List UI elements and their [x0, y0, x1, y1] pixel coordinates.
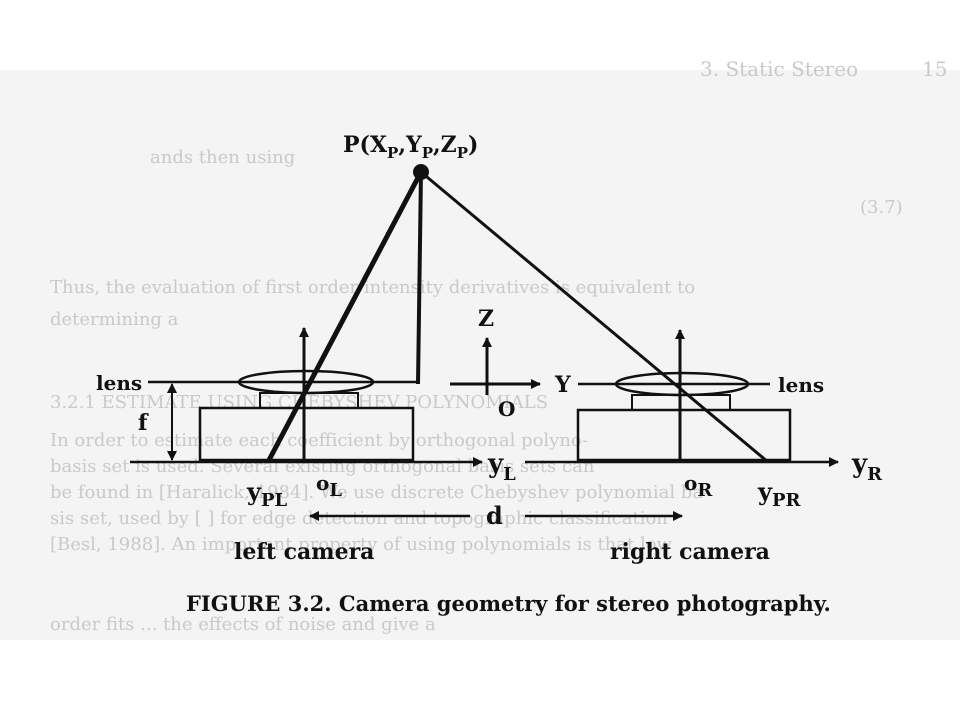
bleed-line: order fits ... the effects of noise and …: [50, 614, 436, 635]
bleed-line: [Besl, 1988]. An important property of u…: [50, 534, 673, 555]
figure-caption: FIGURE 3.2. Camera geometry for stereo p…: [186, 591, 831, 616]
bleed-line: Thus, the evaluation of first order inte…: [50, 277, 695, 298]
page-header: 3. Static Stereo: [700, 57, 858, 81]
baseline-label: d: [486, 501, 503, 530]
y-r-label: yR: [851, 449, 883, 485]
left-ray: [265, 170, 424, 464]
lens-label-right: lens: [778, 373, 824, 397]
bleed-line: ands then using: [150, 147, 295, 168]
y-pl-label: yPL: [246, 477, 287, 511]
y-l-label: yL: [487, 449, 516, 485]
left-ray-vertical: [416, 171, 423, 385]
y-pr-label: yPR: [757, 477, 801, 511]
bleed-line: sis set, used by [ ] for edge detection …: [50, 508, 668, 529]
page-number: 15: [922, 57, 947, 81]
bleed-line: be found in [Haralick, 1984]. We use dis…: [50, 482, 709, 503]
y-axis-label: Y: [554, 372, 571, 398]
right-ray: [420, 170, 769, 464]
bleed-line: determining a: [50, 309, 179, 330]
point-p-label: P(XP,YP,ZP): [343, 132, 478, 162]
o-l-label: oL: [316, 471, 342, 501]
right-camera-body: [576, 408, 792, 462]
left-camera-label: left camera: [234, 539, 374, 565]
o-r-label: oR: [684, 471, 713, 501]
lens-label-left: lens: [96, 371, 142, 395]
bleed-line: (3.7): [860, 197, 903, 218]
origin-label: O: [498, 397, 515, 421]
right-camera-label: right camera: [610, 539, 770, 565]
scanned-page: [0, 70, 960, 640]
bleed-line: In order to estimate each coefficient by…: [50, 430, 588, 451]
z-axis-label: Z: [478, 306, 494, 332]
focal-label: f: [138, 410, 149, 436]
left-camera-mount: [259, 392, 359, 409]
